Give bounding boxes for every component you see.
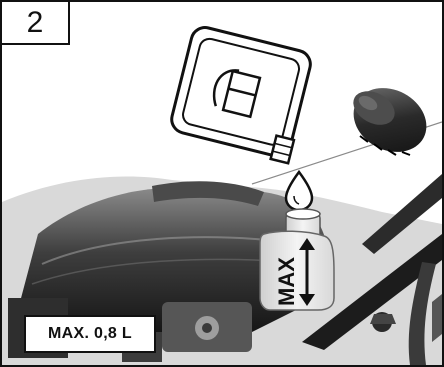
fuel-tank-window [259,230,335,311]
fuel-pump-icon [212,69,262,119]
capacity-note-box: MAX. 0,8 L [24,315,156,353]
fuel-canister-icon [170,26,312,165]
max-level-label: MAX [274,257,299,306]
double-arrow-icon [299,238,315,306]
step-number: 2 [26,5,44,39]
filler-cap-icon [353,88,427,156]
capacity-note-text: MAX. 0,8 L [48,325,132,342]
step-number-box: 2 [2,2,70,45]
